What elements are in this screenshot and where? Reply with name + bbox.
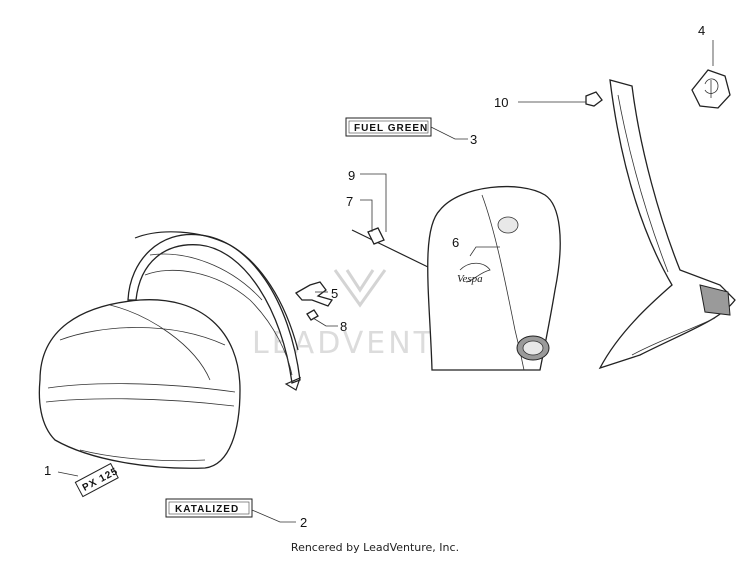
frame-arm-part <box>598 79 736 370</box>
pin-rod-part <box>351 227 431 269</box>
callout-4: 4 <box>698 23 705 38</box>
footer-credit: Rencered by LeadVenture, Inc. <box>290 541 460 554</box>
vespa-decal: Vespa <box>457 273 483 285</box>
callout-3: 3 <box>470 132 477 147</box>
px-decal: PX 125 <box>74 462 120 498</box>
callout-6: 6 <box>452 235 459 250</box>
callout-8: 8 <box>340 319 347 334</box>
leg-shield-part: Vespa <box>427 186 561 371</box>
callout-9: 9 <box>348 168 355 183</box>
screw-part <box>585 91 603 107</box>
katalized-decal-text: KATALIZED <box>175 504 239 515</box>
callout-7: 7 <box>346 194 353 209</box>
callout-5: 5 <box>331 286 338 301</box>
callout-1: 1 <box>44 463 51 478</box>
trim-rim-part <box>127 231 301 391</box>
leader-lines <box>57 40 714 523</box>
fuel-green-decal-text: FUEL GREEN <box>354 123 428 134</box>
fuel-green-decal: FUEL GREEN <box>345 117 432 137</box>
bracket-part <box>294 281 334 307</box>
front-shell-part <box>38 299 241 469</box>
callout-10: 10 <box>494 95 508 110</box>
emblem-part <box>691 69 731 109</box>
callout-2: 2 <box>300 515 307 530</box>
katalized-decal: KATALIZED <box>165 498 253 518</box>
clip-part <box>306 309 319 321</box>
